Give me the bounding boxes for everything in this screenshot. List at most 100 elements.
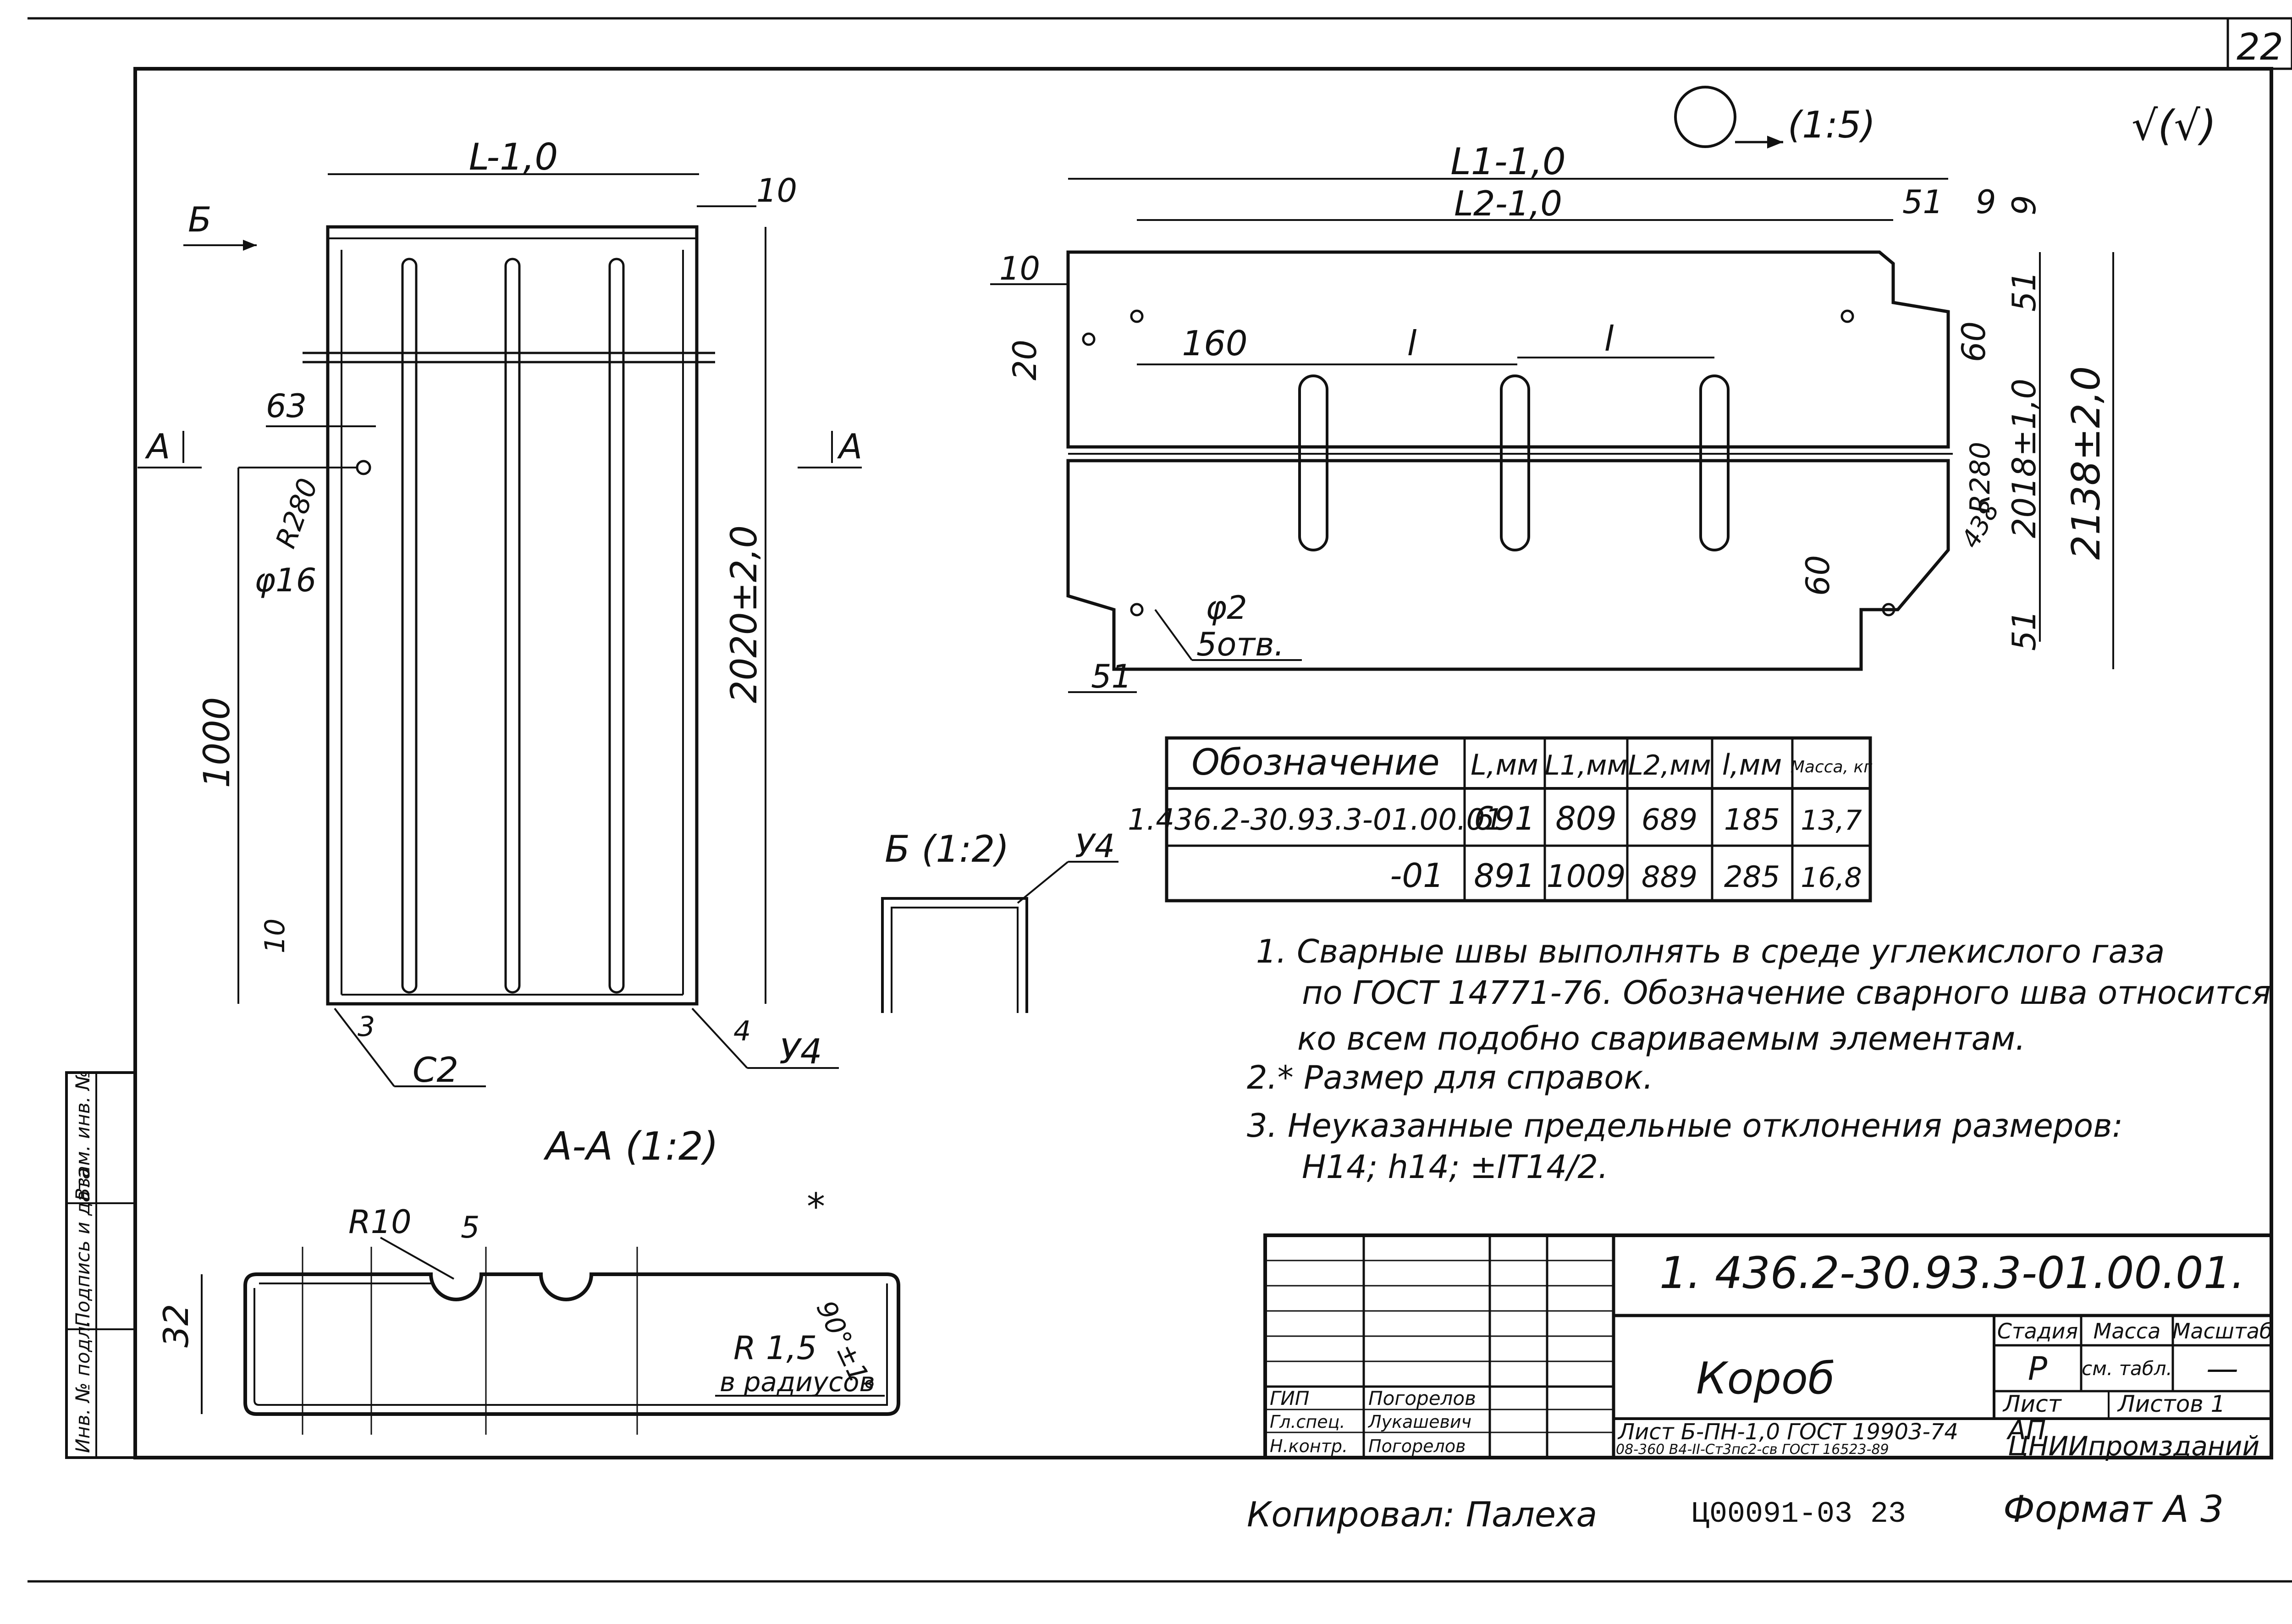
table-row1-l: 185 <box>1724 803 1780 837</box>
weld-u4: У4 <box>779 1031 822 1072</box>
table-header-mass: Масса, кг <box>1791 758 1873 776</box>
svg-text:А-А (1:2): А-А (1:2) <box>543 1124 718 1169</box>
stamp-org-line2: ЦНИИпромзданий <box>2008 1431 2259 1462</box>
stamp-scale-value: — <box>2206 1350 2238 1387</box>
stamp-sheets-label: Листов 1 <box>2117 1391 2225 1417</box>
stamp-stage-value: Р <box>2028 1350 2048 1387</box>
table-row2-designation: -01 <box>1390 856 1444 895</box>
section-r15-note: в радиусов <box>720 1366 875 1398</box>
dim-9-top: 9 <box>1976 183 1996 221</box>
svg-text:Б (1:2): Б (1:2) <box>885 828 1009 870</box>
notes: 1. Сварные швы выполнять в среде углекис… <box>1247 933 2271 1186</box>
dim-l-2: l <box>1604 319 1614 359</box>
dim-3: 3 <box>358 1011 375 1043</box>
note-line-2: по ГОСТ 14771-76. Обозначение сварного ш… <box>1302 974 2271 1012</box>
dim-l-1: l <box>1407 323 1417 363</box>
table-header-L2: L2,мм <box>1628 749 1711 782</box>
side-stamp-sign: Подпись и дата <box>72 1167 94 1327</box>
dim-51-top: 51 <box>1902 183 1943 221</box>
detail-marker: (1:5) <box>1674 86 1875 149</box>
dim-60-bottom: 60 <box>1799 555 1837 596</box>
stamp-name-2: Лукашевич <box>1367 1412 1471 1432</box>
stamp-title: Короб <box>1696 1354 1835 1404</box>
dim-1000: 1000 <box>197 697 238 788</box>
drawing-frame <box>133 67 2273 1459</box>
table-row1-mass: 13,7 <box>1801 804 1862 837</box>
detail-b-weld: У4 <box>1075 827 1115 865</box>
section-star: * <box>807 1185 825 1228</box>
table-header-L1: L1,мм <box>1544 749 1627 782</box>
title-block: 1. 436.2-30.93.3-01.00.01. Короб Стадия … <box>1263 1233 2273 1462</box>
table-row2-L1: 1009 <box>1546 859 1625 895</box>
stamp-role-3: Н.контр. <box>1270 1436 1348 1456</box>
section-r10: R10 <box>348 1203 412 1241</box>
table-row2-L: 891 <box>1474 857 1535 895</box>
dim-63: 63 <box>266 387 307 425</box>
detail-b: Б (1:2) У4 <box>881 827 1118 1013</box>
dim-2018: 2018±1,0 <box>2006 379 2043 538</box>
dim-10-top: 10 <box>756 172 797 209</box>
dim-160: 160 <box>1182 323 1247 363</box>
svg-text:(1:5): (1:5) <box>1788 104 1875 146</box>
left-view <box>303 225 715 1006</box>
dim-51-left: 51 <box>1091 658 1132 695</box>
note-line-1: 1. Сварные швы выполнять в среде углекис… <box>1256 933 2165 970</box>
note-line-4: 2.* Размер для справок. <box>1247 1059 1653 1096</box>
stamp-name-3: Погорелов <box>1368 1436 1466 1456</box>
dim-R280-right: R280 <box>1964 442 1996 513</box>
right-view <box>1066 250 1953 671</box>
section-r15: R 1,5 <box>733 1329 817 1367</box>
dim-20: 20 <box>1006 340 1044 380</box>
note-line-6: H14; h14; ±IT14/2. <box>1302 1148 1608 1186</box>
dim-L: L-1,0 <box>469 136 558 178</box>
dim-L2: L2-1,0 <box>1454 183 1562 224</box>
stamp-material-line2: 08-360 В4-II-Ст3пс2-св ГОСТ 16523-89 <box>1616 1442 1889 1458</box>
stamp-role-2: Гл.спец. <box>1270 1412 1345 1432</box>
table-header-l: l,мм <box>1722 748 1782 782</box>
dim-51-bottom: 51 <box>2006 610 2043 651</box>
table-header-L: L,мм <box>1471 748 1538 782</box>
table-row2-l: 285 <box>1724 860 1780 894</box>
dim-4: 4 <box>733 1015 751 1047</box>
stamp-name-1: Погорелов <box>1368 1387 1476 1409</box>
dim-R280: R280 <box>270 474 324 552</box>
stamp-col-scale: Масштаб <box>2172 1319 2273 1343</box>
dim-2020: 2020±2,0 <box>724 525 765 703</box>
dim-phi16: φ16 <box>254 562 316 599</box>
dim-2138: 2138±2,0 <box>2064 366 2109 560</box>
sheet-number-box <box>2226 17 2292 70</box>
stamp-col-mass: Масса <box>2094 1319 2161 1343</box>
stamp-designation: 1. 436.2-30.93.3-01.00.01. <box>1659 1248 2245 1299</box>
stamp-material-line1: Лист Б-ПН-1,0 ГОСТ 19903-74 <box>1617 1419 1958 1445</box>
table-row1-L: 691 <box>1474 800 1535 837</box>
stamp-col-stage: Стадия <box>1997 1319 2078 1343</box>
footer-format: Формат А 3 <box>2003 1488 2224 1530</box>
side-stamp: Инв. № подл. Подпись и дата Взам. инв. № <box>65 1070 137 1459</box>
footer-page: 23 <box>1870 1497 1906 1531</box>
dim-L1: L1-1,0 <box>1450 140 1566 183</box>
footer-code: Ц00091-03 <box>1691 1497 1852 1531</box>
section-a-right: А <box>837 426 862 467</box>
note-line-5: 3. Неуказанные предельные отклонения раз… <box>1247 1107 2123 1145</box>
dim-holes: 5отв. <box>1196 626 1284 663</box>
side-stamp-replace: Взам. инв. № <box>72 1070 94 1201</box>
roughness-mark: √(√) <box>2132 102 2216 150</box>
sheet-number: 22 <box>2237 26 2283 68</box>
stamp-org-line1: АП <box>2006 1415 2046 1446</box>
section-dim-5: 5 <box>461 1211 479 1245</box>
dim-60-top: 60 <box>1955 321 1993 362</box>
table-row1-L2: 689 <box>1642 803 1697 837</box>
dim-51-side: 51 <box>2006 271 2043 312</box>
stamp-role-1: ГИП <box>1270 1387 1309 1409</box>
dim-10-right-view: 10 <box>999 250 1040 287</box>
parameters-table: Обозначение L,мм L1,мм L2,мм l,мм Масса,… <box>1128 736 1873 903</box>
view-b-label: Б <box>188 199 211 240</box>
table-row1-designation: 1.436.2-30.93.3-01.00.01 <box>1128 803 1504 837</box>
section-dim-32: 32 <box>156 1304 196 1348</box>
footer-copied: Копировал: Палеха <box>1247 1494 1597 1535</box>
dim-10-bottom: 10 <box>259 919 291 953</box>
table-row2-mass: 16,8 <box>1801 862 1862 894</box>
stamp-mass-value: см. табл. <box>2082 1357 2172 1380</box>
note-line-3: ко всем подобно свариваемым элементам. <box>1297 1020 2026 1057</box>
